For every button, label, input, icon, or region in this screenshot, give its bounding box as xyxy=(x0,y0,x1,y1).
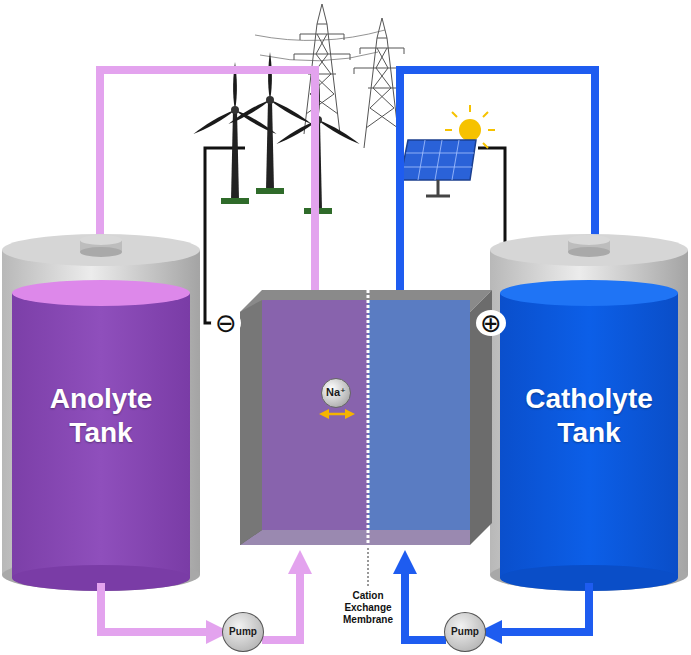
node-label: Pump xyxy=(451,626,479,638)
terminal-symbol: ⊕ xyxy=(476,310,506,336)
ion-circle: Na⁺ xyxy=(321,378,351,408)
tank-label: Catholyte Tank xyxy=(510,382,668,449)
tank-label: Anolyte Tank xyxy=(22,382,180,449)
terminal-symbol: ⊖ xyxy=(211,310,241,336)
pump-node: Pump xyxy=(222,612,264,652)
tank-node: Anolyte Tank xyxy=(2,240,200,591)
node-label: Pump xyxy=(229,626,257,638)
node-label: Na⁺ xyxy=(326,386,346,399)
pipe-connector xyxy=(101,583,218,632)
membrane-label: Cation Exchange Membrane xyxy=(333,590,403,626)
pipe-connector xyxy=(490,583,589,632)
pump-node: Pump xyxy=(444,612,486,652)
tank-node: Catholyte Tank xyxy=(490,240,688,591)
